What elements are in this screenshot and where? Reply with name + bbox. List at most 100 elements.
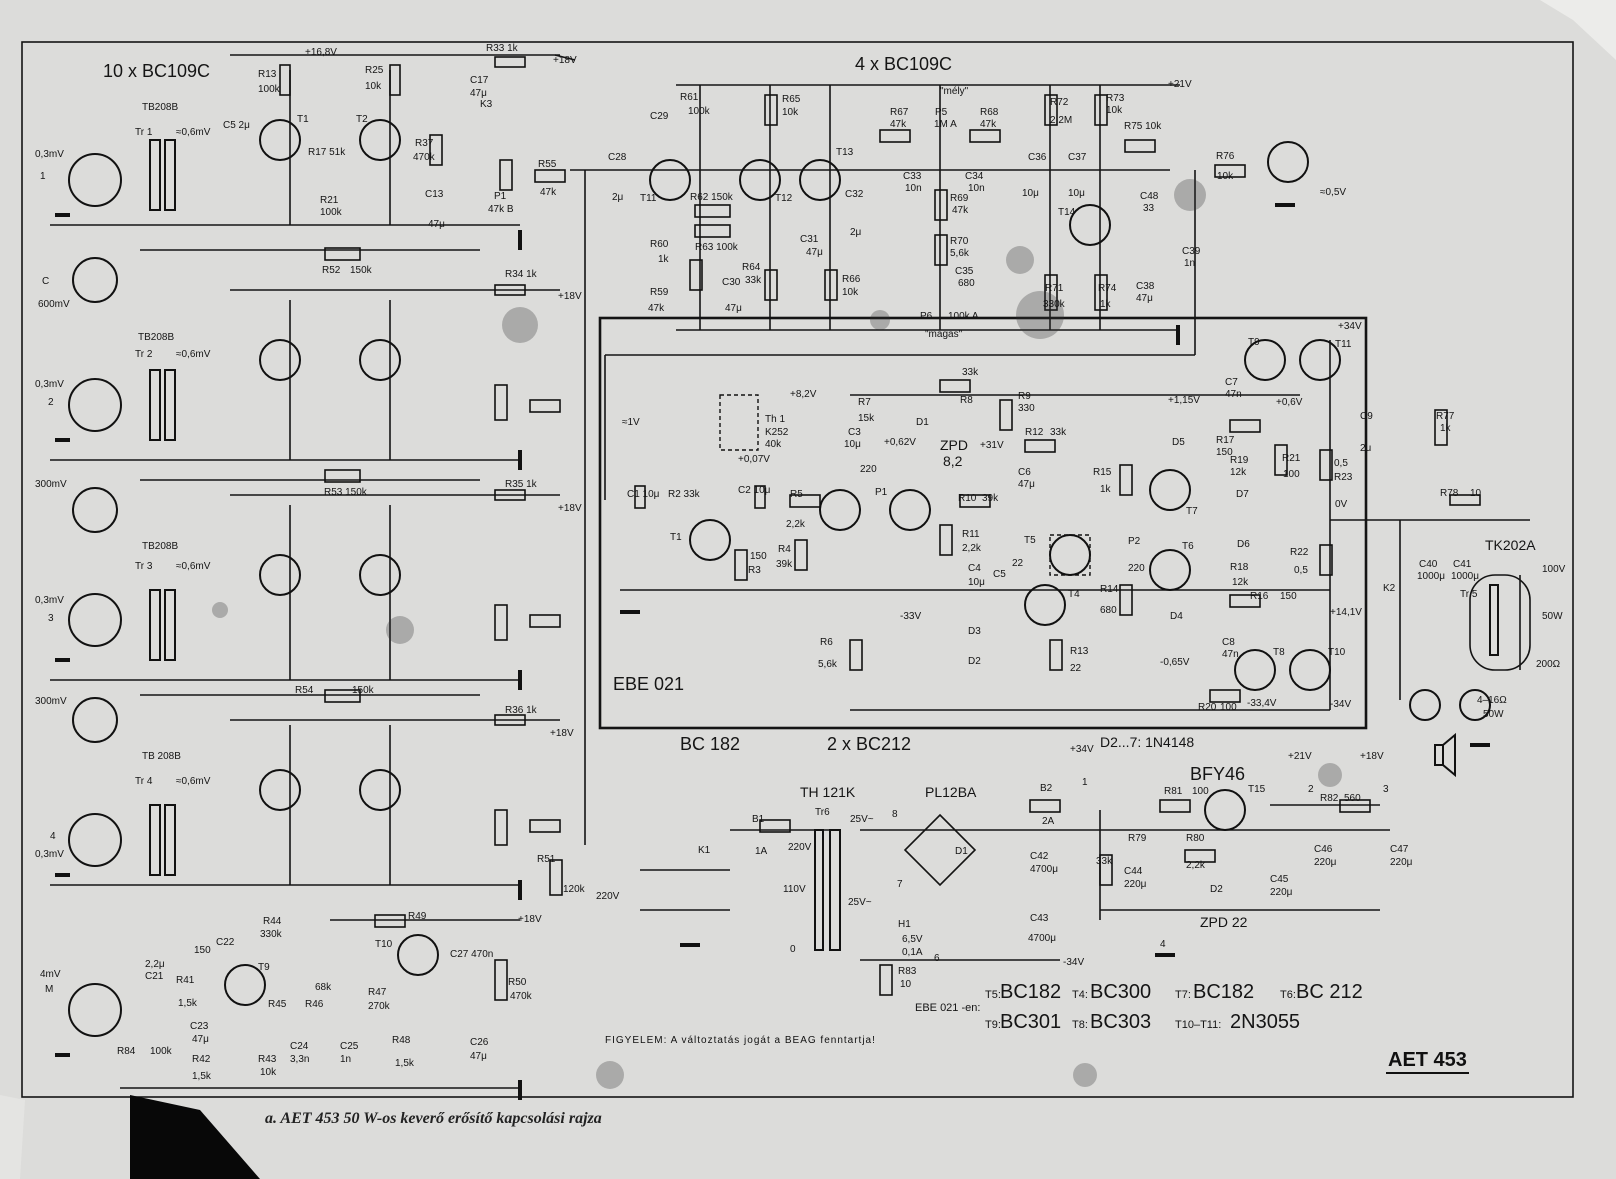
rail-label: +18V (558, 291, 582, 302)
component-value: 150 (750, 551, 767, 562)
input-level: 0,3mV (35, 849, 64, 860)
node-label: 4 (1160, 939, 1166, 950)
din-socket-300b (72, 697, 118, 743)
notice-text: FIGYELEM: A változtatás jogát a BEAG fen… (605, 1035, 876, 1046)
input-number: M (45, 984, 54, 995)
transformer-name: Tr 3 (135, 561, 153, 572)
component-value: 68k (315, 982, 332, 993)
lamp-value: 6,5V (902, 934, 923, 945)
component-value: 2,2μ (145, 959, 165, 970)
component-label: C44 (1124, 866, 1143, 877)
component-value: 10k (842, 287, 859, 298)
component-label: R13 (1070, 646, 1089, 657)
component-value: 0,5 (1294, 565, 1308, 576)
component-label: R41 (176, 975, 195, 986)
component-value: 680 (958, 278, 975, 289)
input-level: 300mV (35, 479, 67, 490)
component-value: 47μ (428, 219, 445, 230)
component-label: C27 470n (450, 949, 494, 960)
output-level: ≈0,5V (1320, 187, 1347, 198)
component-label: C37 (1068, 152, 1087, 163)
component-value: 100k (150, 1046, 172, 1057)
pa-transistor-t1 (689, 519, 731, 561)
output-voltage: 100V (1542, 564, 1566, 575)
component-label: R37 (415, 138, 434, 149)
pa-transistor-t9 (1244, 339, 1286, 381)
component-value: 1,5k (192, 1071, 211, 1082)
din-socket-300a (72, 487, 118, 533)
rail-label: +18V (518, 914, 542, 925)
component-label: R17 51k (308, 147, 346, 158)
component-value: 470k (510, 991, 532, 1002)
component-label: R50 (508, 977, 527, 988)
component-value: 220μ (1124, 879, 1147, 890)
diagram-caption: a. AET 453 50 W-os keverő erősítő kapcso… (265, 1110, 602, 1127)
transformer-level: ≈0,6mV (176, 349, 211, 360)
component-value: 10k (1217, 171, 1234, 182)
component-value: 270k (368, 1001, 390, 1012)
legend-value: BC182 (1193, 981, 1255, 1003)
rail-label: +21V (1288, 751, 1312, 762)
voltage-label: +0,62V (884, 437, 916, 448)
input-level: 0,3mV (35, 149, 64, 160)
component-value: 680 (1100, 605, 1117, 616)
component-label: C25 (340, 1041, 359, 1052)
transistor-t7 (259, 769, 301, 811)
component-label: C35 (955, 266, 974, 277)
component-value: 0,5 (1334, 458, 1348, 469)
component-label: R44 (263, 916, 282, 927)
pot-label: P1 (875, 487, 888, 498)
component-label: R49 (408, 911, 427, 922)
rail-label: +18V (553, 55, 577, 66)
voltage-label: +0,6V (1276, 397, 1303, 408)
component-label: R3 (748, 565, 761, 576)
input-number: C (42, 276, 50, 287)
component-label: R67 (890, 107, 909, 118)
diode-label: D4 (1170, 611, 1183, 622)
component-value: 10k (260, 1067, 277, 1078)
component-label: R8 (960, 395, 973, 406)
node-label: 6 (934, 953, 940, 964)
frame-border (21, 41, 1574, 1098)
component-label: C6 (1018, 467, 1031, 478)
speaker-icon (1434, 744, 1444, 766)
component-label: R4 (778, 544, 791, 555)
component-label: R74 (1098, 283, 1117, 294)
component-label: R9 (1018, 391, 1031, 402)
transformer-type: TK202A (1485, 537, 1536, 553)
transistor-t12 (739, 159, 781, 201)
component-value: 2,2k (1186, 860, 1205, 871)
din-socket-m (68, 983, 122, 1037)
component-value: 10μ (1068, 188, 1085, 199)
transformer-type: TB208B (138, 332, 175, 343)
component-value: 33k (1096, 856, 1113, 867)
component-value: 2,2M (1050, 115, 1073, 126)
diode-label: D6 (1237, 539, 1250, 550)
rail-label: +18V (558, 503, 582, 514)
component-label: R19 (1230, 455, 1249, 466)
component-value: 47μ (1136, 293, 1153, 304)
transformer-name: Tr 2 (135, 349, 153, 360)
input-number: 3 (48, 613, 54, 624)
component-label: R35 1k (505, 479, 537, 490)
component-value: 33 (1143, 203, 1155, 214)
component-value: 4700μ (1028, 933, 1057, 944)
component-label: R21 (1282, 453, 1301, 464)
component-label: R71 (1045, 283, 1064, 294)
component-label: C17 (470, 75, 489, 86)
component-label: R76 (1216, 151, 1235, 162)
transformer-level: ≈0,6mV (176, 127, 211, 138)
component-label: R43 (258, 1054, 277, 1065)
component-value: 220μ (1270, 887, 1293, 898)
legend-value: BC300 (1090, 981, 1152, 1003)
component-value: 10k (782, 107, 799, 118)
thermistor-value: K252 (765, 427, 789, 438)
node-label: 1 (1082, 777, 1088, 788)
tap-label: 110V (783, 884, 806, 895)
transformer-level: ≈0,6mV (176, 561, 211, 572)
component-label: R82 (1320, 793, 1339, 804)
driver-type-2: 2 x BC212 (827, 734, 912, 754)
component-label: C31 (800, 234, 819, 245)
component-label: R23 (1334, 472, 1353, 483)
